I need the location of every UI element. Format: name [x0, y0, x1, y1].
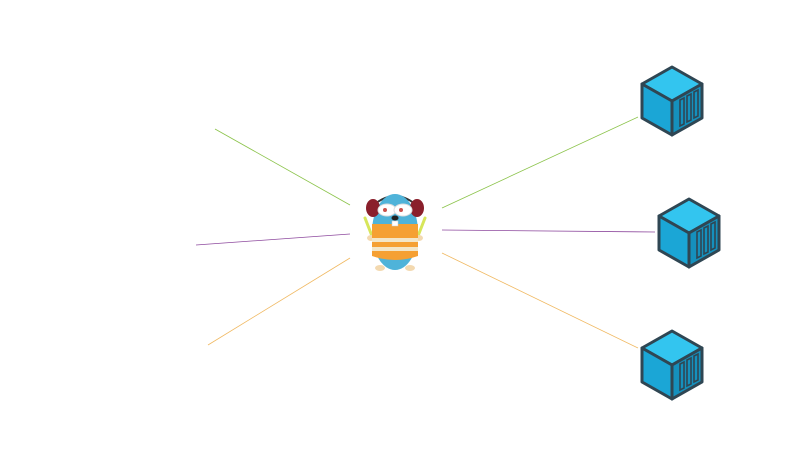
link-container-top [441, 116, 639, 209]
gopher-traffic-controller-icon [363, 194, 427, 271]
links [195, 116, 656, 349]
link-left-middle [195, 233, 351, 246]
container-bottom-icon [640, 329, 704, 401]
link-left-top [214, 128, 351, 206]
link-container-bottom [441, 252, 639, 349]
container-middle-icon [657, 197, 721, 269]
container-top-icon [640, 65, 704, 137]
link-left-bottom [207, 257, 351, 346]
link-container-middle [441, 229, 656, 233]
